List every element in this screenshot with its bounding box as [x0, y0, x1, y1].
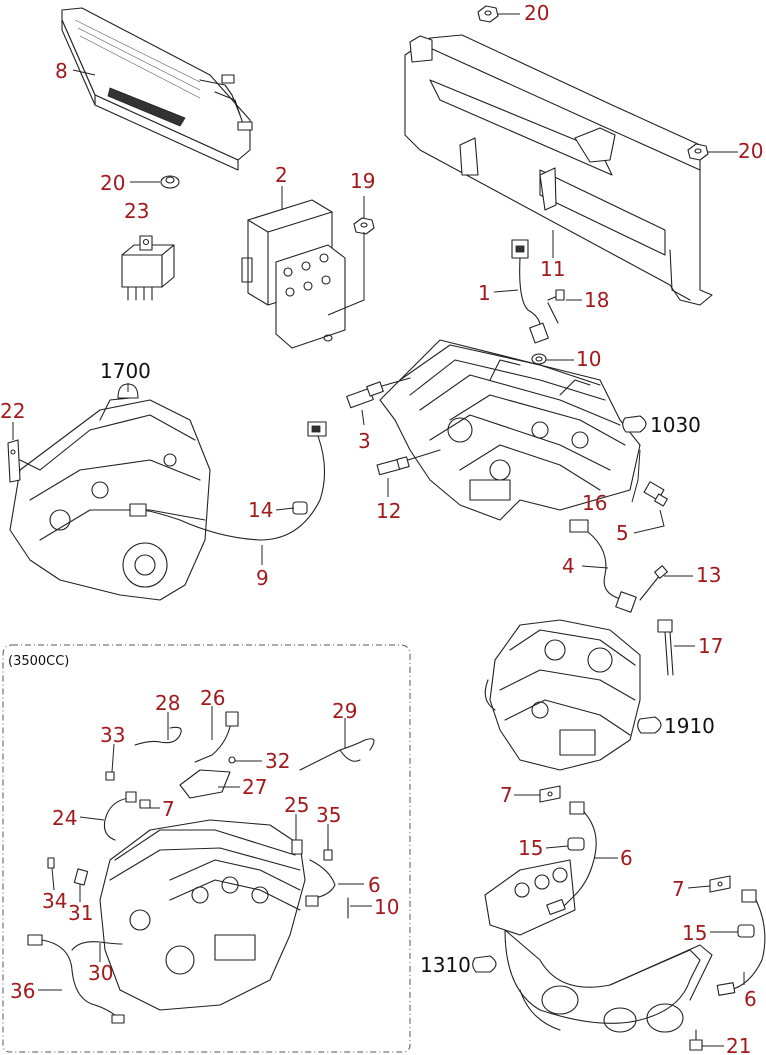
clip-14 [292, 501, 308, 515]
washer-10 [531, 353, 547, 365]
callout-14: 14 [248, 498, 273, 522]
callout-16: 16 [582, 491, 607, 515]
sensor-4 [569, 519, 637, 613]
callout-20-ecu: 20 [100, 171, 125, 195]
callout-33: 33 [100, 723, 125, 747]
sensor-3 [346, 377, 411, 409]
callout-20-right: 20 [738, 139, 763, 163]
clip-15-upper [567, 837, 585, 851]
engine-lower-right [484, 619, 641, 771]
callout-12: 12 [376, 499, 401, 523]
callout-9: 9 [256, 566, 269, 590]
ecu-nut [160, 175, 180, 189]
callout-23: 23 [124, 199, 149, 223]
ref-1030-pointer [622, 415, 647, 433]
callout-7-exhaust-upper: 7 [500, 783, 513, 807]
callout-34: 34 [42, 889, 67, 913]
callout-6-inset: 6 [368, 873, 381, 897]
callout-15-exhaust-upper: 15 [518, 836, 543, 860]
callout-26: 26 [200, 686, 225, 710]
bracket-7-lower [709, 875, 731, 893]
callout-1700: 1700 [100, 359, 151, 383]
callout-1910: 1910 [664, 714, 715, 738]
sensor-1 [511, 239, 549, 344]
callout-6-exhaust-upper: 6 [620, 846, 633, 870]
callout-21: 21 [726, 1034, 751, 1055]
sensor-21 [689, 1029, 703, 1051]
callout-15-exhaust-lower: 15 [682, 921, 707, 945]
callout-32: 32 [265, 749, 290, 773]
callout-11: 11 [540, 257, 565, 281]
callout-6-exhaust-lower: 6 [744, 987, 757, 1011]
callout-20-top: 20 [524, 1, 549, 25]
ecu-bracket [404, 34, 713, 306]
callout-30: 30 [88, 961, 113, 985]
callout-1: 1 [478, 281, 491, 305]
sensor-5 [643, 481, 668, 507]
sensor-12 [376, 449, 441, 476]
callout-2: 2 [275, 163, 288, 187]
inset-3500cc: (3500CC) [2, 644, 411, 1053]
callout-13: 13 [696, 563, 721, 587]
tie-17 [657, 619, 674, 676]
relay [121, 235, 175, 301]
callout-36: 36 [10, 979, 35, 1003]
transaxle [9, 397, 211, 601]
sensor-6-lower [716, 889, 766, 996]
callout-1030: 1030 [650, 413, 701, 437]
sensor-9 [129, 421, 327, 541]
bracket-7-upper [539, 785, 561, 803]
callout-24: 24 [52, 806, 77, 830]
sensor-6-upper [546, 801, 597, 915]
callout-28: 28 [155, 691, 180, 715]
ref-1910-pointer [637, 716, 662, 734]
callout-18: 18 [584, 288, 609, 312]
callout-35: 35 [316, 803, 341, 827]
leader-lines [12, 13, 745, 1047]
callout-31: 31 [68, 901, 93, 925]
callout-7-exhaust-lower: 7 [672, 877, 685, 901]
ref-1310-pointer [472, 955, 497, 973]
clip-15-lower [737, 924, 755, 938]
callout-5: 5 [616, 521, 629, 545]
control-module [241, 199, 346, 349]
nut-20-right [687, 143, 709, 161]
callout-8: 8 [55, 59, 68, 83]
callout-4: 4 [562, 554, 575, 578]
bracket-22 [7, 439, 41, 483]
callout-17: 17 [698, 634, 723, 658]
bolt-18 [547, 289, 565, 324]
engine-upper [379, 339, 641, 521]
callout-25: 25 [284, 793, 309, 817]
callout-29: 29 [332, 699, 357, 723]
callout-10-upper: 10 [576, 347, 601, 371]
callout-22: 22 [0, 399, 25, 423]
callout-7-inset: 7 [162, 797, 175, 821]
callout-3: 3 [358, 429, 371, 453]
ecu-module [61, 7, 253, 171]
inset-label: (3500CC) [8, 654, 69, 669]
exhaust-manifold [484, 859, 713, 1033]
callout-27: 27 [242, 775, 267, 799]
bolt-13 [639, 565, 668, 601]
callout-19: 19 [350, 169, 375, 193]
nut-19 [353, 217, 375, 235]
callout-10-inset: 10 [374, 895, 399, 919]
nut-20-top [477, 5, 499, 23]
callout-1310: 1310 [420, 953, 471, 977]
